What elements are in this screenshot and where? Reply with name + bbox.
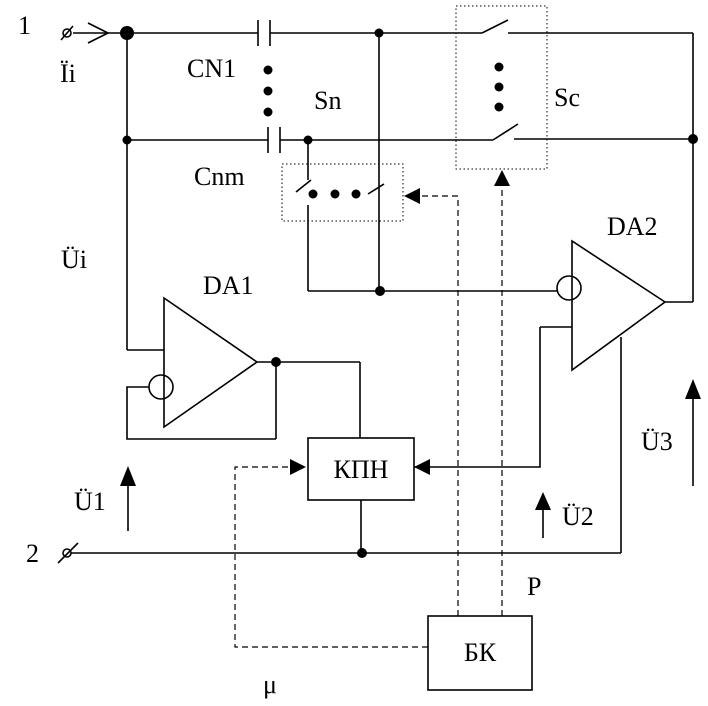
- switch-sc-ellipsis: [494, 62, 504, 112]
- sn-control-line: [418, 195, 459, 616]
- switch-sc-top: [481, 19, 693, 34]
- switch-sn-group: [281, 163, 404, 222]
- signal-p-label: P: [527, 572, 541, 601]
- capacitor-cn1: [257, 20, 271, 46]
- switch-sc-label: Sc: [554, 83, 580, 112]
- voltage-u1-label: Ü1: [74, 487, 106, 516]
- cap-cnm-label: Cnm: [194, 162, 245, 191]
- switch-sc-bottom: [492, 123, 693, 141]
- terminal-2-label: 2: [26, 539, 39, 568]
- voltage-u3-label: Ü3: [641, 427, 673, 456]
- amplifier-da1: [126, 296, 276, 440]
- capacitor-cnm: [267, 127, 281, 153]
- arrow-u3: [685, 379, 701, 486]
- control-block: [427, 615, 533, 691]
- amp-da1-label: DA1: [203, 271, 254, 300]
- arrow-u2: [535, 492, 551, 538]
- voltage-u2-label: Ü2: [562, 502, 594, 531]
- da2-to-converter-wire: [414, 327, 541, 468]
- terminal-1-label: 1: [18, 11, 31, 40]
- control-block-label: БК: [464, 638, 497, 667]
- mu-control-line: [234, 466, 428, 648]
- converter-label: КПН: [334, 455, 389, 484]
- current-in-label: Ïi: [60, 59, 76, 88]
- arrow-u1: [120, 466, 136, 531]
- terminal-1: [60, 22, 110, 44]
- switch-sc-group: [455, 5, 548, 170]
- cap-cn1-label: CN1: [187, 54, 236, 83]
- amplifier-da2: [540, 239, 667, 372]
- switch-sn-label: Sn: [314, 86, 341, 115]
- signal-mu-label: μ: [263, 670, 277, 699]
- capacitor-ellipsis: [263, 65, 273, 117]
- switch-sn-ellipsis: [308, 189, 361, 199]
- voltage-in-label: Üi: [61, 245, 87, 274]
- amp-da2-label: DA2: [607, 212, 658, 241]
